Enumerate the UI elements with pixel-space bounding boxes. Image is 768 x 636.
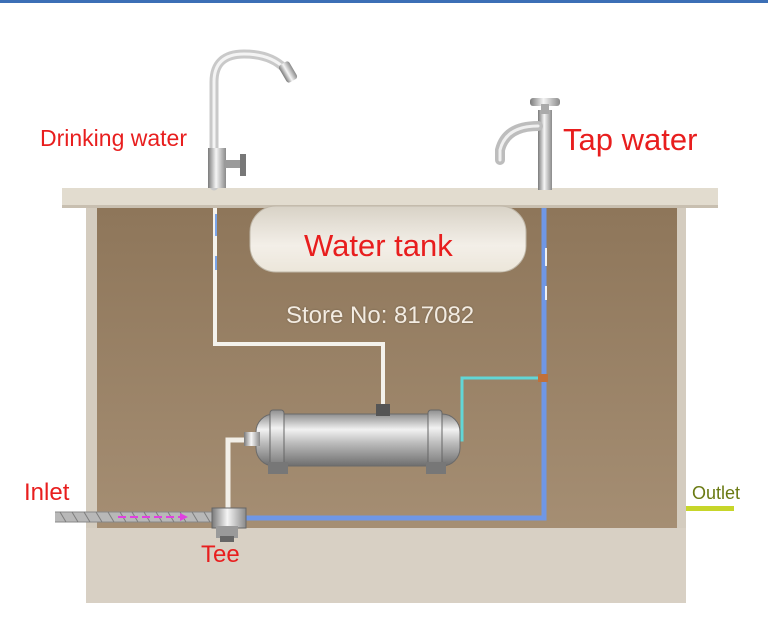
water-tank-basin — [249, 205, 527, 273]
drinking-water-pipe — [213, 208, 385, 410]
pipe-junction — [538, 374, 548, 382]
tee-label: Tee — [201, 541, 240, 568]
countertop — [62, 188, 718, 208]
inlet-hose — [55, 511, 215, 523]
tap-water-label: Tap water — [563, 122, 698, 157]
cabinet-bottom-panel — [86, 528, 686, 603]
tap-water-faucet — [495, 98, 560, 190]
top-border-line — [0, 0, 768, 3]
drinking-water-label: Drinking water — [40, 125, 187, 151]
tap-water-pipe — [244, 208, 547, 521]
tee-fitting — [211, 507, 247, 542]
store-watermark: Store No: 817082 — [286, 302, 475, 329]
outlet-label: Outlet — [692, 483, 741, 503]
outlet-pipe — [686, 506, 734, 511]
water-tank-label: Water tank — [304, 228, 453, 263]
inlet-label: Inlet — [24, 479, 70, 506]
drinking-water-faucet — [208, 49, 298, 191]
ultrafiltration-filter — [244, 404, 461, 474]
